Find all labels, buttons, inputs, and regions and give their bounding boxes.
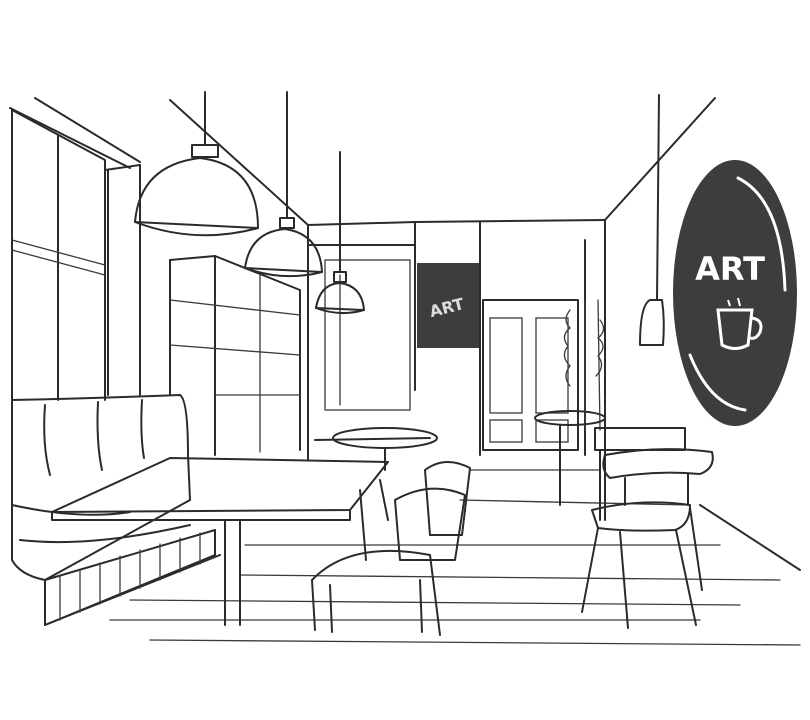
- pendant-lamp: [134, 91, 259, 237]
- plant: [563, 299, 605, 431]
- wall-sign-text: ART: [695, 250, 765, 288]
- room-structure: [9, 97, 801, 646]
- wall-sign: ART: [673, 160, 797, 426]
- pendant-lamps: [134, 91, 665, 346]
- yellow-chair: [581, 448, 714, 629]
- stools: [311, 461, 471, 636]
- coffee-cup-icon: [716, 297, 763, 350]
- pendant-lamp: [639, 94, 665, 346]
- pendant-lamp: [315, 151, 365, 314]
- front-table: [51, 457, 389, 626]
- booth-seat: [11, 394, 216, 626]
- back-chalkboard: ART: [417, 263, 479, 348]
- pendant-lamp: [244, 91, 323, 278]
